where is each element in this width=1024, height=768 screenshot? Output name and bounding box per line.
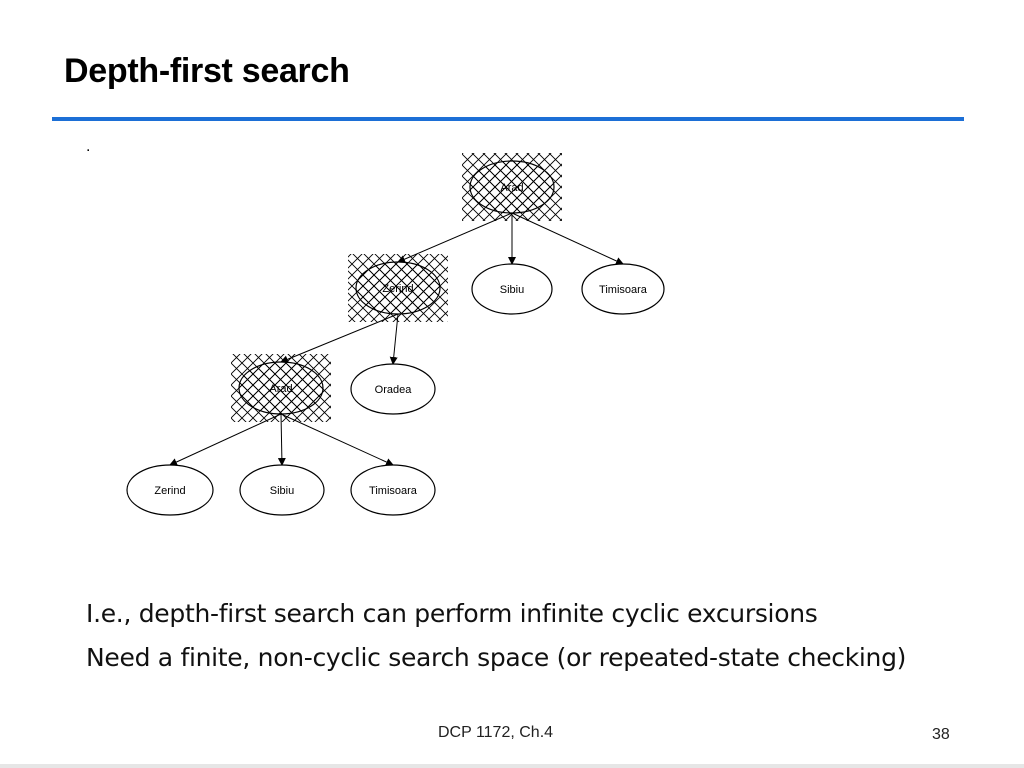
node-n-zerind-3: Zerind <box>126 464 214 516</box>
node-ellipse-n-zerind-3 <box>126 464 214 516</box>
title-underline <box>52 117 964 121</box>
node-label-n-zerind-3: Zerind <box>154 485 185 497</box>
node-n-timisoara-1: Timisoara <box>581 263 665 315</box>
edge-n-zerind-1-to-n-oradea <box>389 313 399 365</box>
note-line-2: Need a finite, non-cyclic search space (… <box>86 643 907 672</box>
slide-title: Depth-first search <box>64 52 350 90</box>
node-label-n-oradea: Oradea <box>375 384 413 396</box>
footer-course-label: DCP 1172, Ch.4 <box>438 724 554 741</box>
node-n-oradea: Oradea <box>350 363 436 415</box>
node-label-n-sibiu-1: Sibiu <box>500 284 524 296</box>
slide-notes: I.e., depth-first search can perform inf… <box>86 592 906 680</box>
node-label-n-arad-root: Arad <box>500 182 523 194</box>
node-label-n-arad-2: Arad <box>269 383 292 395</box>
node-ellipse-n-oradea <box>350 363 436 415</box>
edge-n-zerind-1-to-n-arad-2 <box>280 313 399 364</box>
node-n-zerind-1: Zerind <box>355 261 441 315</box>
edge-n-arad-root-to-n-timisoara-1 <box>511 212 624 265</box>
edge-n-arad-2-to-n-timisoara-3 <box>280 413 394 466</box>
bottom-band <box>0 764 1024 768</box>
node-ellipse-n-arad-root <box>469 160 555 214</box>
node-ellipse-n-timisoara-3 <box>350 464 436 516</box>
node-n-sibiu-3: Sibiu <box>239 464 325 516</box>
node-n-sibiu-1: Sibiu <box>471 263 553 315</box>
page-number: 38 <box>932 726 950 743</box>
bullet-dot: . <box>86 138 91 155</box>
node-n-arad-2: Arad <box>238 361 324 415</box>
node-ellipse-n-sibiu-1 <box>471 263 553 315</box>
node-ellipse-n-arad-2 <box>238 361 324 415</box>
edge-n-arad-2-to-n-sibiu-3 <box>277 413 286 466</box>
node-label-n-sibiu-3: Sibiu <box>270 485 294 497</box>
node-label-n-timisoara-1: Timisoara <box>599 284 648 296</box>
note-line-1: I.e., depth-first search can perform inf… <box>86 599 818 628</box>
node-label-n-zerind-1: Zerind <box>382 283 413 295</box>
node-ellipse-n-timisoara-1 <box>581 263 665 315</box>
node-label-n-timisoara-3: Timisoara <box>369 485 418 497</box>
tree-edges <box>169 212 624 466</box>
node-ellipse-n-zerind-1 <box>355 261 441 315</box>
node-n-arad-root: Arad <box>469 160 555 214</box>
edge-n-arad-root-to-n-zerind-1 <box>397 212 513 263</box>
node-ellipse-n-sibiu-3 <box>239 464 325 516</box>
edge-n-arad-2-to-n-zerind-3 <box>169 413 282 466</box>
node-n-timisoara-3: Timisoara <box>350 464 436 516</box>
